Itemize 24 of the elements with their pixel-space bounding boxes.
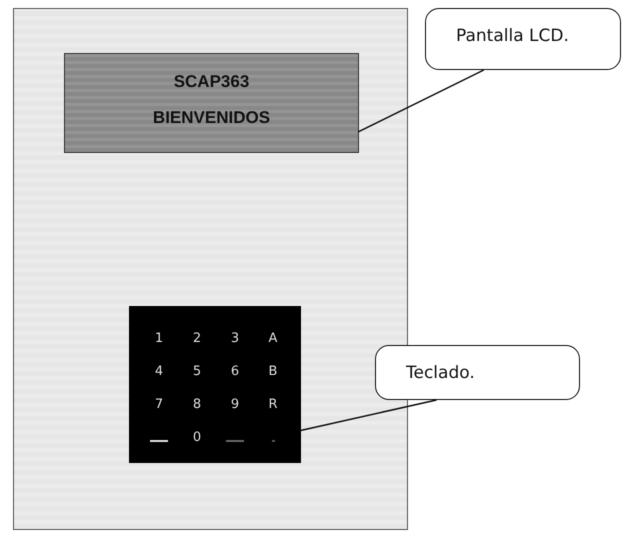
key-label: 9 [230,397,240,412]
key-label: 4 [154,364,164,379]
lcd-screen [64,53,359,153]
callout-bubble [425,8,621,70]
key-label: R [267,397,279,412]
key-label: 2 [192,331,202,346]
callout-bubble [375,345,580,400]
key-label: 1 [154,331,164,346]
keypad [129,306,301,463]
key-label: B [268,364,278,379]
callout-text: Pantalla LCD. [456,26,569,46]
key-label: 5 [192,364,202,379]
key-label: A [268,331,278,346]
key-label: 3 [230,331,240,346]
device-panel [13,8,408,530]
key-label: 7 [154,397,164,412]
key-label: 6 [230,364,240,379]
key-label: 0 [192,430,202,445]
screen-text: SCAP363 [172,72,250,92]
callout-text: Teclado. [406,363,475,383]
leader-line [358,69,484,133]
screen-text: BIENVENIDOS [152,108,272,128]
leader-line [300,399,437,432]
key-label: 8 [192,397,202,412]
